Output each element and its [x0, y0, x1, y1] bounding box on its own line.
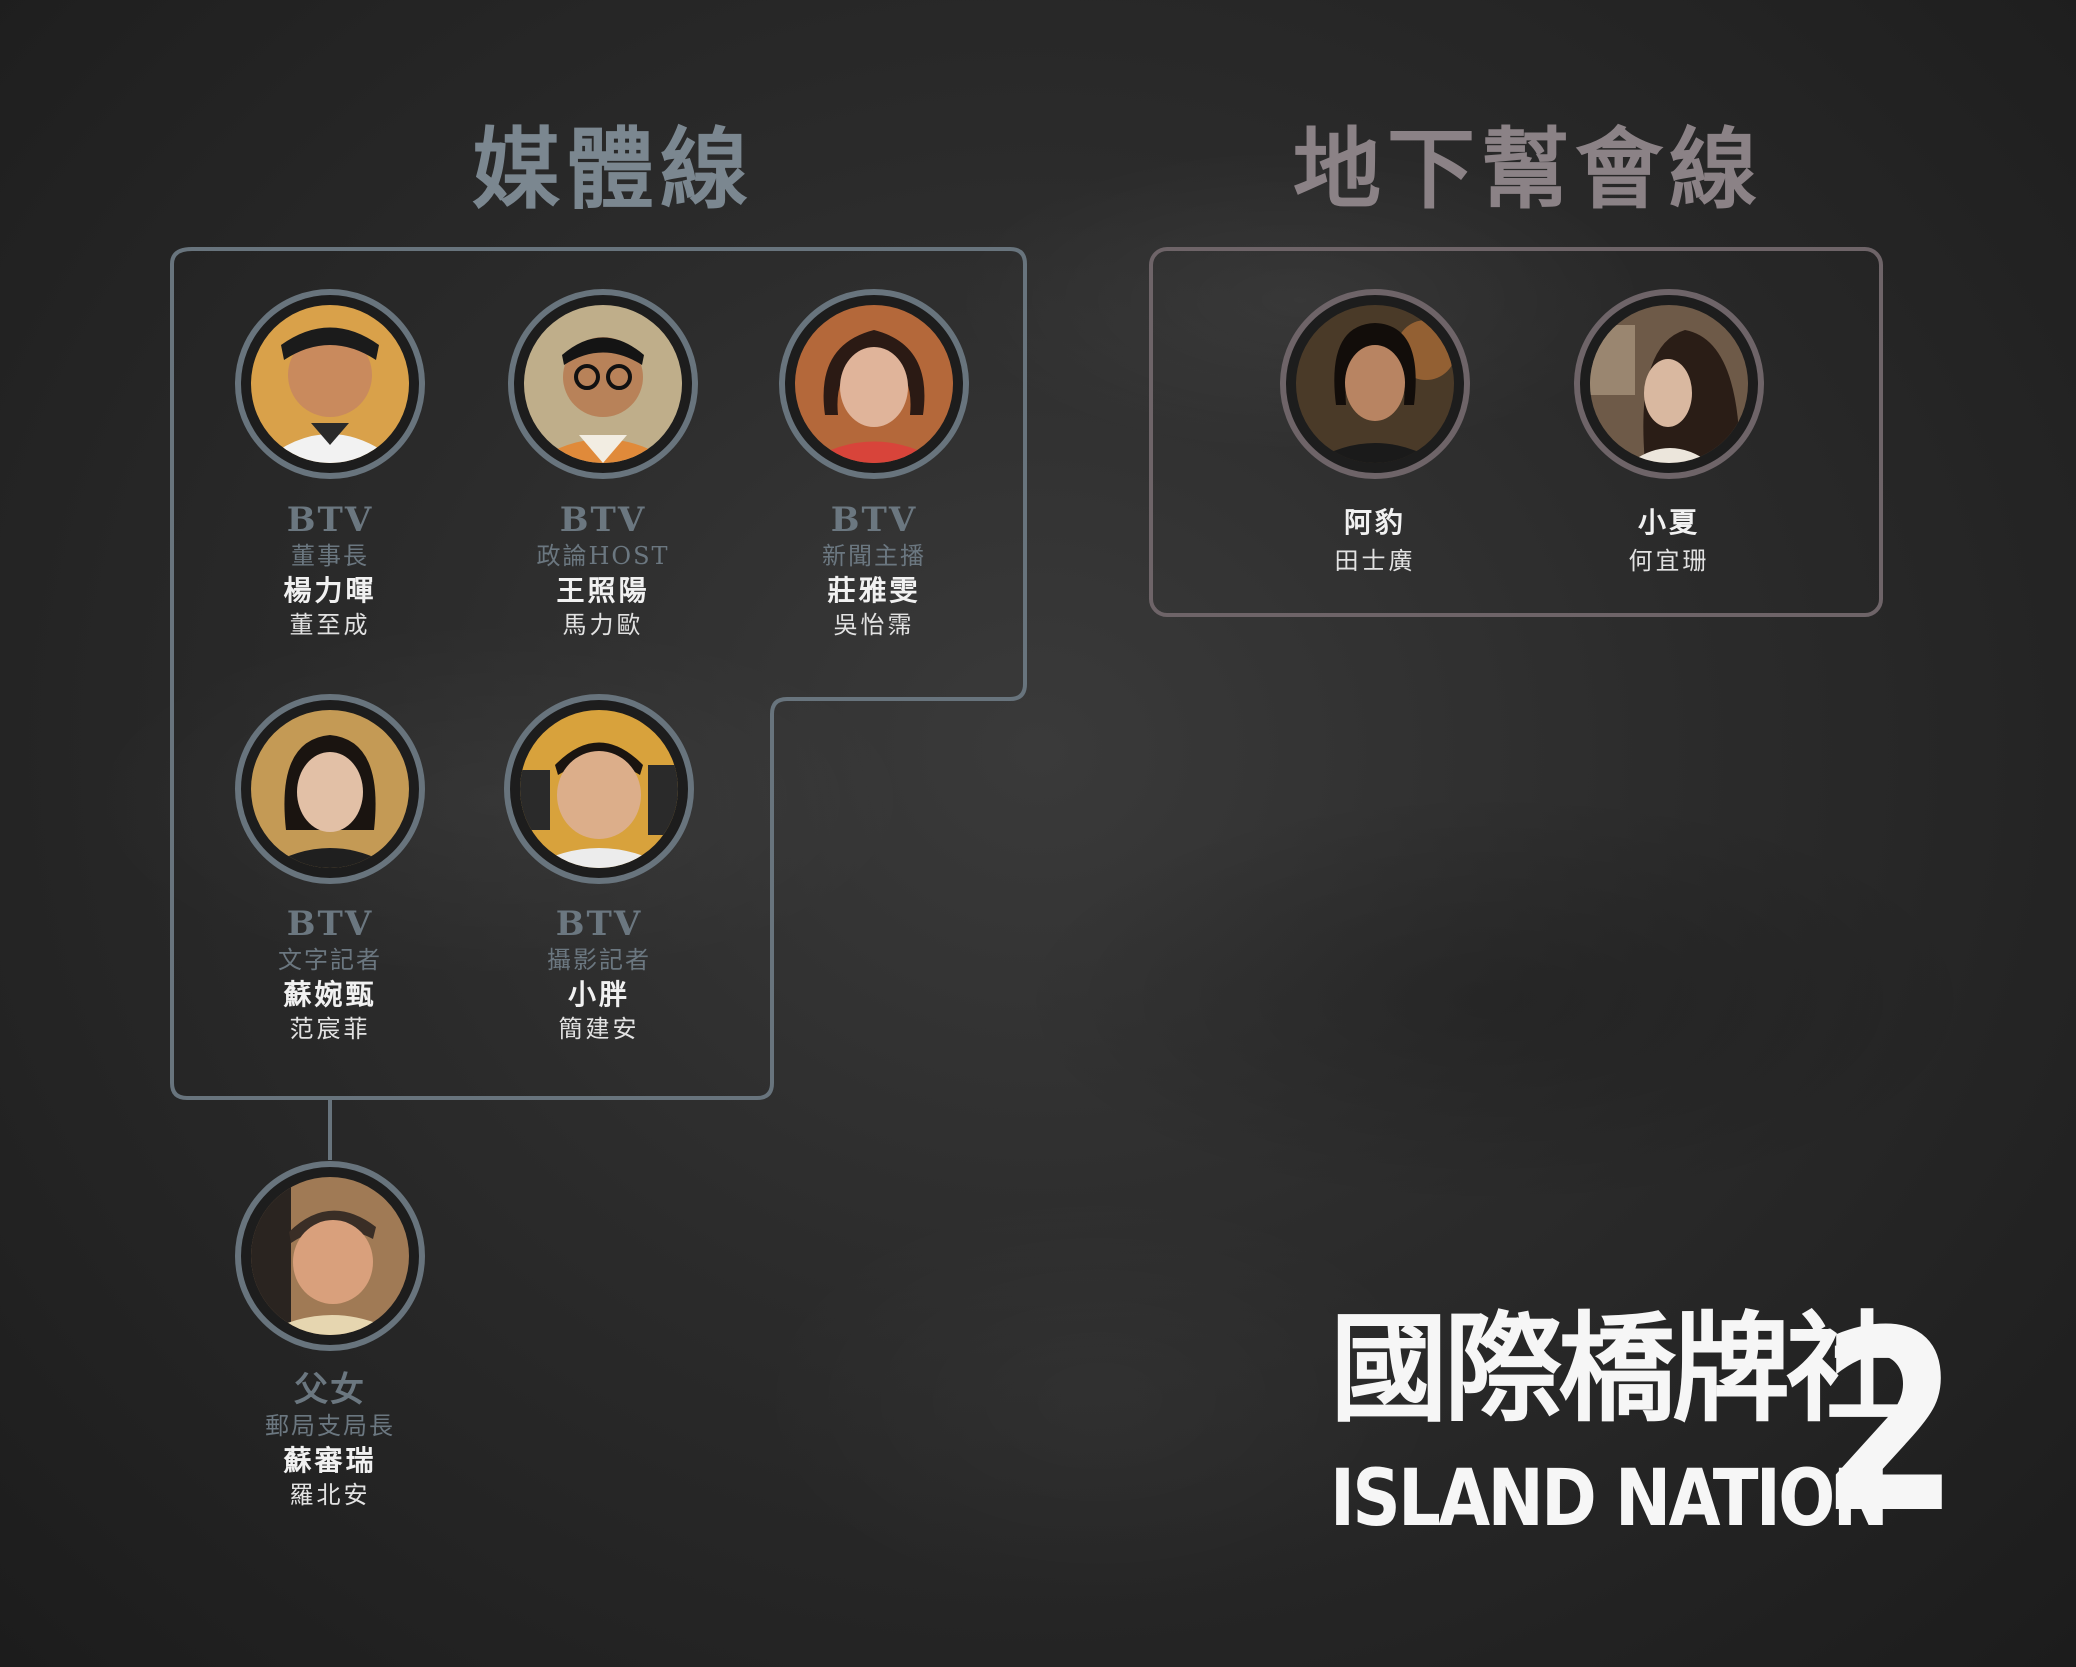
avatar-yang-li-hui — [235, 289, 425, 479]
avatar-zhuang-ya-wen — [779, 289, 969, 479]
actor-name: 羅北安 — [289, 1481, 371, 1509]
actor-name: 田士廣 — [1334, 547, 1416, 575]
organization-label: BTV — [830, 500, 918, 540]
character-name: 阿豹 — [1343, 506, 1406, 539]
role-label: 文字記者 — [278, 946, 382, 974]
avatar-a-bao — [1280, 289, 1470, 479]
portrait-image — [524, 305, 682, 463]
actor-name: 吳怡霈 — [833, 611, 915, 639]
actor-name: 董至成 — [289, 611, 371, 639]
avatar-su-shen-rui — [235, 1161, 425, 1351]
caption-zhuang-ya-wen: BTV 新聞主播 莊雅雯 吳怡霈 — [744, 500, 1004, 640]
organization-label: BTV — [559, 500, 647, 540]
role-label: 郵局支局長 — [265, 1412, 395, 1440]
media-line-heading: 媒體線 — [472, 117, 755, 221]
avatar-wang-zhao-yang — [508, 289, 698, 479]
actor-name: 簡建安 — [558, 1015, 640, 1043]
avatar-xiao-pang — [504, 694, 694, 884]
role-label: 政論HOST — [536, 542, 670, 570]
actor-name: 馬力歐 — [562, 611, 644, 639]
organization-label: BTV — [286, 500, 374, 540]
character-name: 莊雅雯 — [827, 574, 921, 607]
organization-label: BTV — [555, 904, 643, 944]
portrait-image — [251, 305, 409, 463]
caption-su-shen-rui: 父女 郵局支局長 蘇審瑞 羅北安 — [200, 1370, 460, 1510]
portrait-image — [795, 305, 953, 463]
actor-name: 何宜珊 — [1628, 547, 1710, 575]
logo-english-title: ISLAND NATION — [1330, 1454, 1889, 1544]
logo-chinese-title: 國際橋牌社 — [1330, 1300, 1904, 1438]
gang-group-frame — [1149, 247, 1883, 617]
caption-wang-zhao-yang: BTV 政論HOST 王照陽 馬力歐 — [473, 500, 733, 640]
logo-season-number: 2 — [1820, 1277, 1960, 1568]
caption-su-wan-zhen: BTV 文字記者 蘇婉甄 范宸菲 — [200, 904, 460, 1044]
caption-yang-li-hui: BTV 董事長 楊力暉 董至成 — [200, 500, 460, 640]
caption-xiao-pang: BTV 攝影記者 小胖 簡建安 — [469, 904, 729, 1044]
portrait-image — [251, 1177, 409, 1335]
media-group-frame — [170, 247, 1027, 1100]
character-name: 蘇婉甄 — [283, 978, 377, 1011]
caption-a-bao: 阿豹 田士廣 — [1245, 504, 1505, 576]
role-label: 新聞主播 — [822, 542, 926, 570]
character-name: 小胖 — [567, 978, 630, 1011]
role-label: 董事長 — [291, 542, 369, 570]
portrait-image — [520, 710, 678, 868]
character-name: 王照陽 — [556, 574, 650, 607]
organization-label: BTV — [286, 904, 374, 944]
island-nation-2-logo: 國際橋牌社 ISLAND NATION 2 — [1330, 1298, 1959, 1548]
portrait-image — [1590, 305, 1748, 463]
role-label: 攝影記者 — [547, 946, 651, 974]
character-name: 小夏 — [1637, 506, 1700, 539]
gang-line-heading: 地下幫會線 — [1293, 117, 1764, 221]
portrait-image — [1296, 305, 1454, 463]
avatar-su-wan-zhen — [235, 694, 425, 884]
actor-name: 范宸菲 — [289, 1015, 371, 1043]
portrait-image — [251, 710, 409, 868]
caption-xiao-xia: 小夏 何宜珊 — [1539, 504, 1799, 576]
character-name: 楊力暉 — [283, 574, 377, 607]
character-name: 蘇審瑞 — [283, 1444, 377, 1477]
relation-label: 父女 — [294, 1370, 366, 1410]
avatar-xiao-xia — [1574, 289, 1764, 479]
